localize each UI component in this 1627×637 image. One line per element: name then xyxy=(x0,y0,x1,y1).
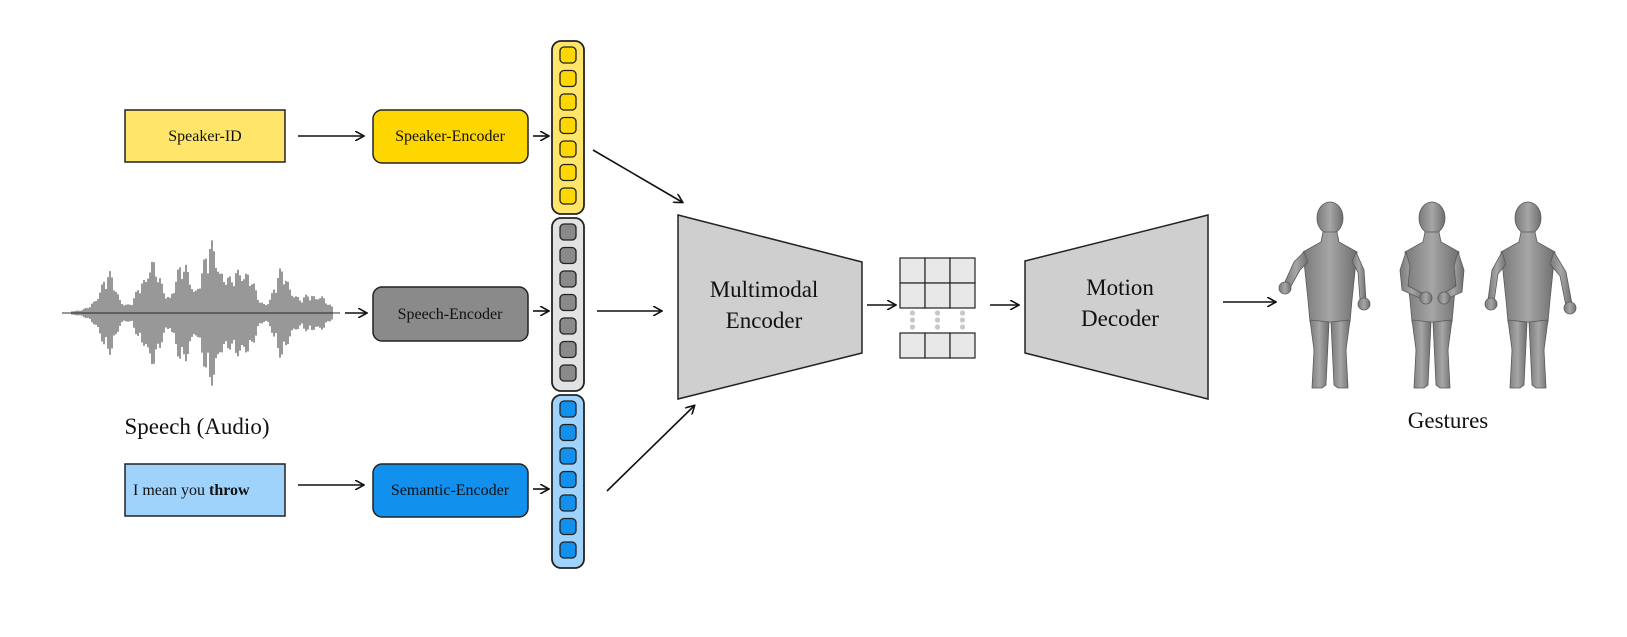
latent-token-cell xyxy=(949,257,976,284)
text-input-bold: throw xyxy=(209,482,250,499)
figure-right-hand xyxy=(1357,297,1371,311)
semantic-encoder-box: Semantic-Encoder xyxy=(372,463,529,518)
latent-token-cell xyxy=(924,332,951,359)
speaker-feature-column xyxy=(551,40,585,215)
latent-ellipsis-dot xyxy=(959,324,966,330)
latent-ellipsis-dot xyxy=(909,317,916,323)
figure-left-hand xyxy=(1278,281,1292,295)
speaker-encoder-label: Speaker-Encoder xyxy=(395,128,506,145)
text-input-plain: I mean you xyxy=(133,482,209,499)
speech-feature-cell xyxy=(559,293,577,312)
gesture-figure-2 xyxy=(1399,201,1465,389)
speaker-id-label: Speaker-ID xyxy=(168,128,241,145)
figure-right-hand xyxy=(1563,301,1577,315)
latent-token-grid xyxy=(899,257,976,359)
multimodal-encoder-line2: Encoder xyxy=(726,308,803,333)
figure-right-leg xyxy=(1528,319,1549,389)
speech-encoder-label: Speech-Encoder xyxy=(398,306,504,323)
figure-right-hand xyxy=(1437,291,1451,305)
semantic-feature-cell xyxy=(559,400,577,418)
latent-ellipsis-dot xyxy=(909,324,916,330)
speech-waveform xyxy=(62,240,340,386)
latent-ellipsis-dot xyxy=(934,310,941,316)
latent-token-cell xyxy=(899,257,926,284)
speech-caption: Speech (Audio) xyxy=(125,414,270,439)
latent-ellipsis-dot xyxy=(934,324,941,330)
figure-right-arm xyxy=(1549,251,1573,307)
semantic-feature-cell xyxy=(559,541,577,559)
figure-left-leg xyxy=(1309,319,1330,389)
speech-feature-cell xyxy=(559,364,577,382)
figure-head xyxy=(1316,201,1344,235)
text-input-box: I mean you throw xyxy=(124,463,286,517)
latent-token-cell xyxy=(899,332,926,359)
multimodal-encoder-line1: Multimodal xyxy=(710,277,819,302)
figure-right-leg xyxy=(1432,319,1453,389)
speaker-encoder-box: Speaker-Encoder xyxy=(372,109,529,164)
speech-encoder-box: Speech-Encoder xyxy=(372,286,529,342)
speaker-feature-cell xyxy=(559,116,577,135)
figure-torso xyxy=(1404,231,1460,323)
speech-feature-cell xyxy=(559,223,577,241)
speaker-id-box: Speaker-ID xyxy=(124,109,286,163)
speech-feature-cell xyxy=(559,270,577,288)
figure-right-leg xyxy=(1330,319,1351,389)
text-input-label: I mean you throw xyxy=(133,482,250,499)
latent-token-cell xyxy=(924,257,951,284)
latent-token-cell xyxy=(949,282,976,309)
arrow-speaker-features-to-multimodal xyxy=(592,149,682,202)
figure-left-leg xyxy=(1411,319,1432,389)
latent-token-cell xyxy=(949,332,976,359)
semantic-feature-cell xyxy=(559,470,577,489)
semantic-feature-cell xyxy=(559,517,577,536)
speaker-feature-cell xyxy=(559,187,577,205)
semantic-encoder-label: Semantic-Encoder xyxy=(391,482,510,499)
gestures-caption: Gestures xyxy=(1408,408,1489,433)
multimodal-encoder: Multimodal Encoder xyxy=(677,214,863,400)
latent-token-cell xyxy=(924,282,951,309)
speech-feature-cell xyxy=(559,340,577,359)
gesture-figure-3 xyxy=(1484,201,1577,389)
latent-ellipsis-dot xyxy=(959,310,966,316)
figure-head xyxy=(1514,201,1542,235)
figure-left-leg xyxy=(1507,319,1528,389)
figure-head xyxy=(1418,201,1446,235)
speaker-feature-cell xyxy=(559,93,577,111)
speaker-feature-cell xyxy=(559,163,577,182)
arrow-semantic-features-to-multimodal xyxy=(606,406,694,492)
semantic-feature-column xyxy=(551,394,585,569)
speech-feature-cell xyxy=(559,246,577,265)
latent-ellipsis-dot xyxy=(959,317,966,323)
speaker-feature-cell xyxy=(559,140,577,158)
latent-token-cell xyxy=(899,282,926,309)
figure-left-hand xyxy=(1484,297,1498,311)
figure-torso xyxy=(1302,231,1358,323)
motion-decoder-line2: Decoder xyxy=(1081,306,1159,331)
figure-torso xyxy=(1500,231,1556,323)
speaker-feature-cell xyxy=(559,69,577,88)
motion-decoder-line1: Motion xyxy=(1086,275,1154,300)
gesture-figure-1 xyxy=(1278,201,1371,389)
speech-feature-column xyxy=(551,217,585,392)
semantic-feature-cell xyxy=(559,494,577,512)
speech-feature-cell xyxy=(559,317,577,335)
semantic-feature-cell xyxy=(559,423,577,442)
latent-ellipsis-dot xyxy=(934,317,941,323)
speaker-feature-cell xyxy=(559,46,577,64)
figure-left-hand xyxy=(1419,291,1433,305)
semantic-feature-cell xyxy=(559,447,577,465)
latent-ellipsis-dot xyxy=(909,310,916,316)
motion-decoder: Motion Decoder xyxy=(1024,214,1209,400)
